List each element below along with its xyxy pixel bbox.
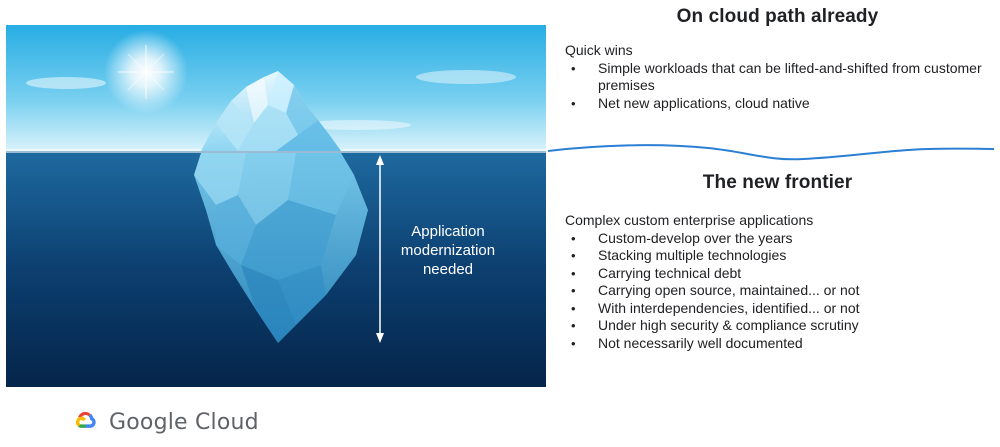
google-cloud-icon xyxy=(75,411,96,428)
section-title: The new frontier xyxy=(702,172,853,193)
section-lead: Quick wins xyxy=(565,42,633,58)
section-lead: Complex custom enterprise applications xyxy=(565,212,814,228)
cloud xyxy=(301,120,411,130)
iceberg-tip xyxy=(201,71,341,151)
list-item: Stacking multiple technologies xyxy=(565,247,990,265)
list-item: Net new applications, cloud native xyxy=(565,95,990,113)
iceberg-illustration xyxy=(6,25,546,387)
list-item: Custom-develop over the years xyxy=(565,230,990,248)
list-item: Carrying open source, maintained... or n… xyxy=(565,282,990,300)
iceberg-scene-svg xyxy=(6,25,546,387)
google-cloud-logo: Google Cloud xyxy=(66,406,259,438)
logo-text: Google Cloud xyxy=(109,409,259,435)
bullet-list: Custom-develop over the years Stacking m… xyxy=(565,230,990,353)
arrow-label: Application modernization needed xyxy=(400,223,496,278)
list-item: Simple workloads that can be lifted-and-… xyxy=(565,60,990,95)
section-new-frontier: The new frontier Complex custom enterpri… xyxy=(565,172,990,352)
wave-divider xyxy=(548,144,994,161)
list-item: With interdependencies, identified... or… xyxy=(565,300,990,318)
iceberg-underwater xyxy=(194,153,368,343)
double-arrow-icon xyxy=(376,155,384,343)
section-title: On cloud path already xyxy=(676,6,879,27)
list-item: Carrying technical debt xyxy=(565,265,990,283)
list-item: Not necessarily well documented xyxy=(565,335,990,353)
cloud xyxy=(26,77,106,89)
bullet-list: Simple workloads that can be lifted-and-… xyxy=(565,60,990,113)
section-on-cloud-path: On cloud path already Quick wins Simple … xyxy=(565,6,990,112)
cloud xyxy=(416,70,516,84)
list-item: Under high security & compliance scrutin… xyxy=(565,317,990,335)
